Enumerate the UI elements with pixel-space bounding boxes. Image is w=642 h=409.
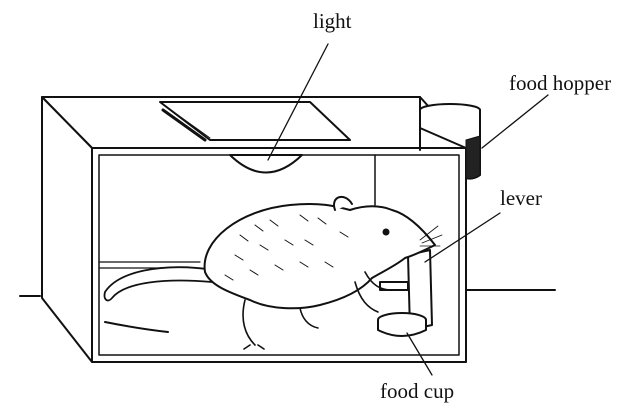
food-hopper-leader-line	[482, 95, 548, 148]
label-lever: lever	[500, 188, 542, 209]
label-light: light	[313, 11, 352, 32]
food-cup	[378, 313, 426, 336]
label-food-cup: food cup	[380, 381, 454, 402]
label-food-hopper: food hopper	[509, 73, 611, 94]
